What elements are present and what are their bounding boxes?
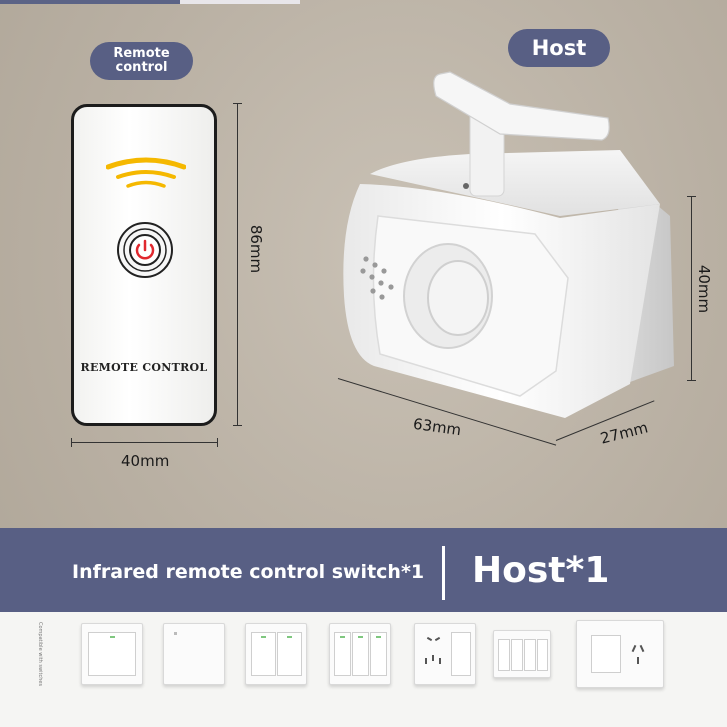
- bottom-banner: [0, 528, 727, 612]
- remote-body-label: REMOTE CONTROL: [80, 361, 208, 374]
- host-badge: Host: [508, 29, 610, 67]
- banner-host-count: Host*1: [472, 550, 610, 591]
- top-strip: [0, 0, 300, 4]
- banner-divider: [442, 546, 445, 600]
- host-height-tick-top: [687, 196, 696, 197]
- compatible-caption: Compatible with switches: [37, 622, 43, 687]
- remote-width-tick-left: [71, 438, 72, 447]
- switch-double-rocker: [245, 623, 307, 685]
- host-height-tick-bottom: [687, 380, 696, 381]
- top-strip-light: [180, 0, 300, 4]
- signal-waves-icon: [106, 157, 186, 188]
- switch-triple-rocker: [329, 623, 391, 685]
- host-height-line: [691, 196, 692, 380]
- host-device: [343, 71, 674, 418]
- switch-quad-rocker: [493, 630, 551, 678]
- power-icon[interactable]: [116, 221, 174, 279]
- remote-width-line: [71, 442, 217, 443]
- remote-height-label: 86mm: [247, 224, 265, 274]
- speaker-holes-icon: [360, 256, 394, 300]
- remote-height-tick-bottom: [233, 425, 242, 426]
- switch-single-rocker: [81, 623, 143, 685]
- remote-control: REMOTE CONTROL: [71, 104, 217, 426]
- switch-single-flat: [163, 623, 225, 685]
- switch-socket-wide: [576, 620, 664, 688]
- switch-socket-combo: [414, 623, 476, 685]
- remote-height-line: [237, 103, 238, 425]
- remote-width-tick-right: [217, 438, 218, 447]
- remote-height-tick-top: [233, 103, 242, 104]
- banner-remote-count: Infrared remote control switch*1: [72, 561, 425, 583]
- remote-control-badge: Remote control: [90, 42, 193, 80]
- host-height-label: 40mm: [695, 264, 713, 314]
- remote-width-label: 40mm: [121, 452, 170, 470]
